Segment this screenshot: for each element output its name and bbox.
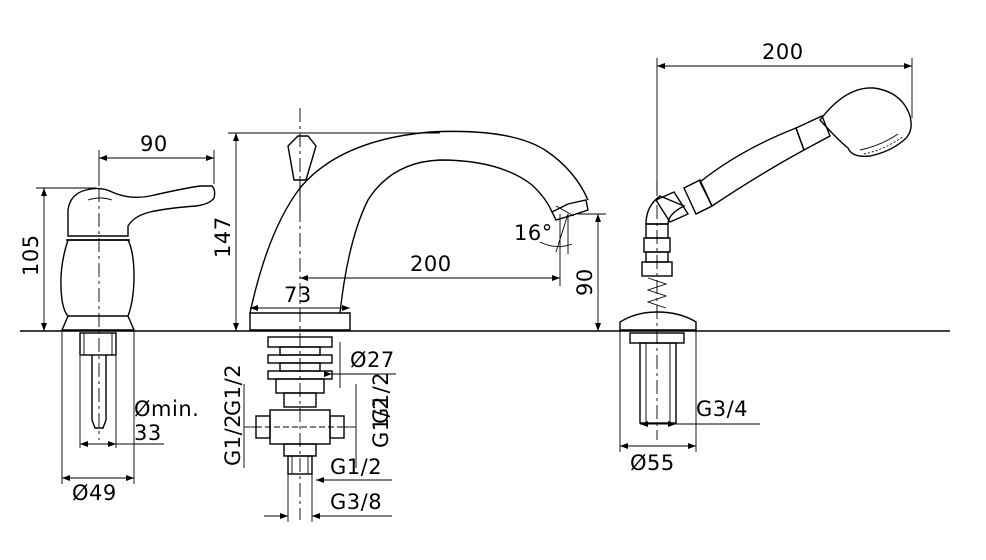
dim-spout-base: 73 xyxy=(250,283,350,311)
lever-valve xyxy=(60,185,216,440)
label-lever-hole-min: Ømin. xyxy=(134,397,199,421)
label-shower-width: 200 xyxy=(762,40,804,64)
dim-shower-base: Ø55 xyxy=(619,331,697,475)
label-spout-angle: 16° xyxy=(514,221,553,245)
dim-spout-reach: 200 xyxy=(300,214,561,286)
label-lever-hole-min-value: 33 xyxy=(134,421,162,445)
dim-lever-width: 90 xyxy=(98,132,215,186)
label-spout-height: 147 xyxy=(211,216,235,258)
dim-spout-nut: Ø27 xyxy=(324,342,396,388)
dim-shower-thread: G3/4 xyxy=(640,397,760,427)
dim-thread-right: G1/2 G1/2 xyxy=(344,372,393,468)
label-shower-base: Ø55 xyxy=(630,451,675,475)
dim-thread-outlet: G3/8 xyxy=(264,474,392,522)
label-thread-bottom: G1/2 xyxy=(330,455,382,479)
dim-lever-hole: Ømin. 33 xyxy=(79,356,199,448)
label-shower-thread: G3/4 xyxy=(696,397,748,421)
dim-spout-angle: 16° xyxy=(514,213,573,254)
label-spout-outlet-height: 90 xyxy=(573,268,597,296)
dim-spout-height: 147 xyxy=(211,132,440,331)
label-thread-outlet: G3/8 xyxy=(330,490,382,514)
label-lever-width: 90 xyxy=(140,132,168,156)
label-lever-base: Ø49 xyxy=(72,481,117,505)
label-thread-right-lower: G1/2 xyxy=(369,396,393,448)
hand-shower xyxy=(619,87,912,440)
dim-thread-bottom: G1/2 xyxy=(316,455,392,483)
dim-lever-base: Ø49 xyxy=(61,331,135,505)
label-thread-left-lower: G1/2 xyxy=(221,414,245,466)
label-spout-reach: 200 xyxy=(410,252,452,276)
label-spout-base: 73 xyxy=(284,283,312,307)
spout xyxy=(249,108,589,520)
label-thread-left-upper: G1/2 xyxy=(221,364,245,416)
label-thread-right-upper: G1/2 xyxy=(369,372,393,424)
label-lever-height: 105 xyxy=(19,234,43,276)
dim-thread-left: G1/2 G1/2 xyxy=(221,364,256,468)
dim-shower-width: 200 xyxy=(656,40,913,196)
dim-spout-outlet: 90 xyxy=(573,213,606,331)
dim-lever-height: 105 xyxy=(19,187,96,331)
label-spout-nut: Ø27 xyxy=(350,348,395,372)
